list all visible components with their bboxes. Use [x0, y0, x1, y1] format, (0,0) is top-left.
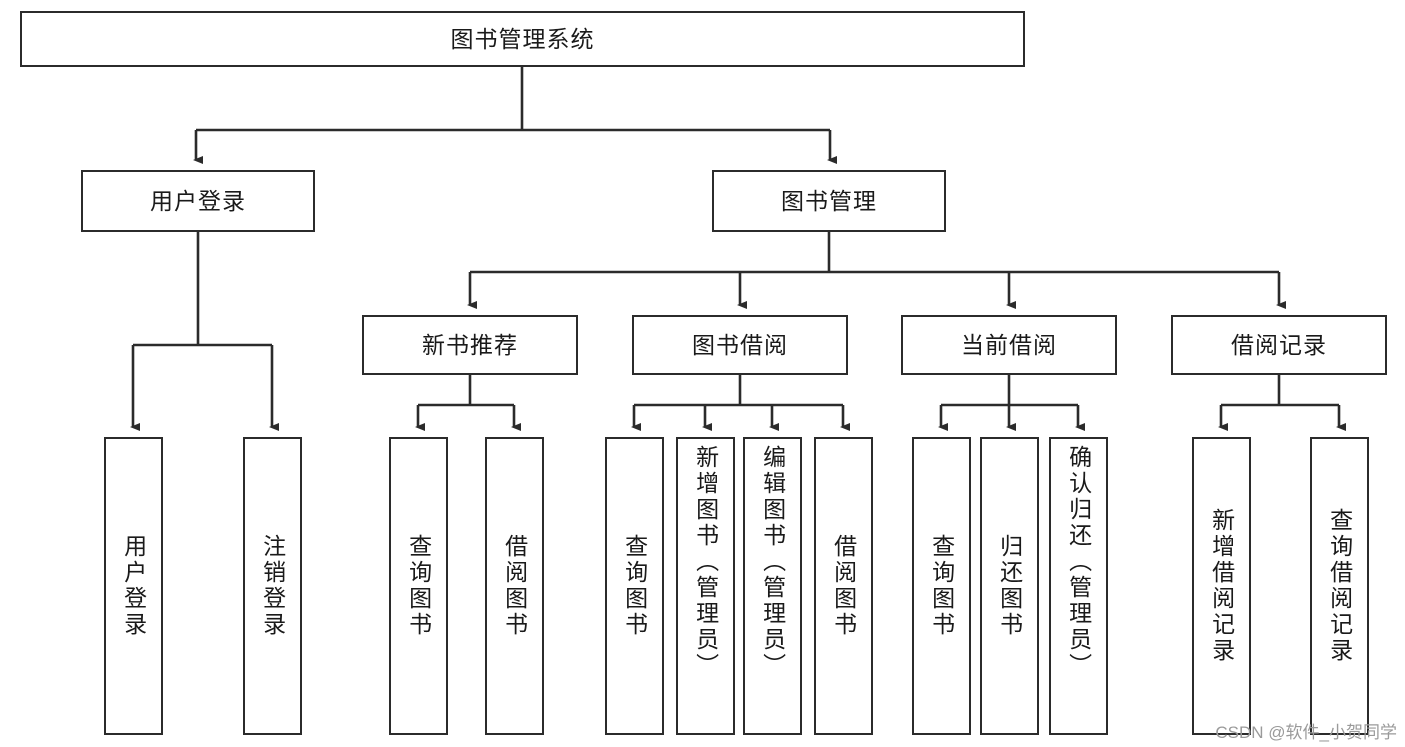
leaf-return-book[interactable]: 归还图书 [980, 437, 1039, 735]
leaf-edit-book-admin[interactable]: 编辑图书（管理员） [743, 437, 802, 735]
watermark: CSDN @软件_小贺同学 [1215, 723, 1397, 742]
node-label: 当前借阅 [961, 331, 1057, 358]
leaf-label: 编辑图书（管理员） [759, 445, 786, 679]
node-label: 图书管理 [781, 187, 877, 214]
leaf-label: 查询图书 [621, 534, 648, 638]
leaf-label: 查询图书 [928, 534, 955, 638]
node-label: 图书管理系统 [450, 25, 595, 52]
leaf-label: 注销登录 [259, 534, 286, 638]
leaf-label: 查询图书 [405, 534, 432, 638]
leaf-query-book-recommend[interactable]: 查询图书 [389, 437, 448, 735]
leaf-label: 归还图书 [996, 534, 1023, 638]
leaf-label: 借阅图书 [830, 534, 857, 638]
node-book-management[interactable]: 图书管理 [712, 170, 946, 232]
leaf-label: 查询借阅记录 [1326, 508, 1353, 664]
node-borrow-record[interactable]: 借阅记录 [1171, 315, 1387, 375]
leaf-confirm-return-admin[interactable]: 确认归还（管理员） [1049, 437, 1108, 735]
node-label: 新书推荐 [422, 331, 518, 358]
leaf-add-borrow-record[interactable]: 新增借阅记录 [1192, 437, 1251, 735]
node-book-borrow[interactable]: 图书借阅 [632, 315, 848, 375]
leaf-borrow-book[interactable]: 借阅图书 [814, 437, 873, 735]
node-root-book-management-system[interactable]: 图书管理系统 [20, 11, 1025, 67]
node-label: 借阅记录 [1231, 331, 1327, 358]
node-label: 图书借阅 [692, 331, 788, 358]
leaf-borrow-book-recommend[interactable]: 借阅图书 [485, 437, 544, 735]
leaf-logout[interactable]: 注销登录 [243, 437, 302, 735]
leaf-add-book-admin[interactable]: 新增图书（管理员） [676, 437, 735, 735]
node-label: 用户登录 [150, 187, 246, 214]
leaf-user-login[interactable]: 用户登录 [104, 437, 163, 735]
leaf-query-borrow-record[interactable]: 查询借阅记录 [1310, 437, 1369, 735]
leaf-label: 用户登录 [120, 534, 147, 638]
leaf-label: 借阅图书 [501, 534, 528, 638]
node-current-borrow[interactable]: 当前借阅 [901, 315, 1117, 375]
node-new-book-recommend[interactable]: 新书推荐 [362, 315, 578, 375]
leaf-label: 新增图书（管理员） [692, 445, 719, 679]
leaf-label: 确认归还（管理员） [1065, 445, 1092, 679]
leaf-query-book-borrow[interactable]: 查询图书 [605, 437, 664, 735]
leaf-label: 新增借阅记录 [1208, 508, 1235, 664]
node-user-login[interactable]: 用户登录 [81, 170, 315, 232]
leaf-query-book-current[interactable]: 查询图书 [912, 437, 971, 735]
